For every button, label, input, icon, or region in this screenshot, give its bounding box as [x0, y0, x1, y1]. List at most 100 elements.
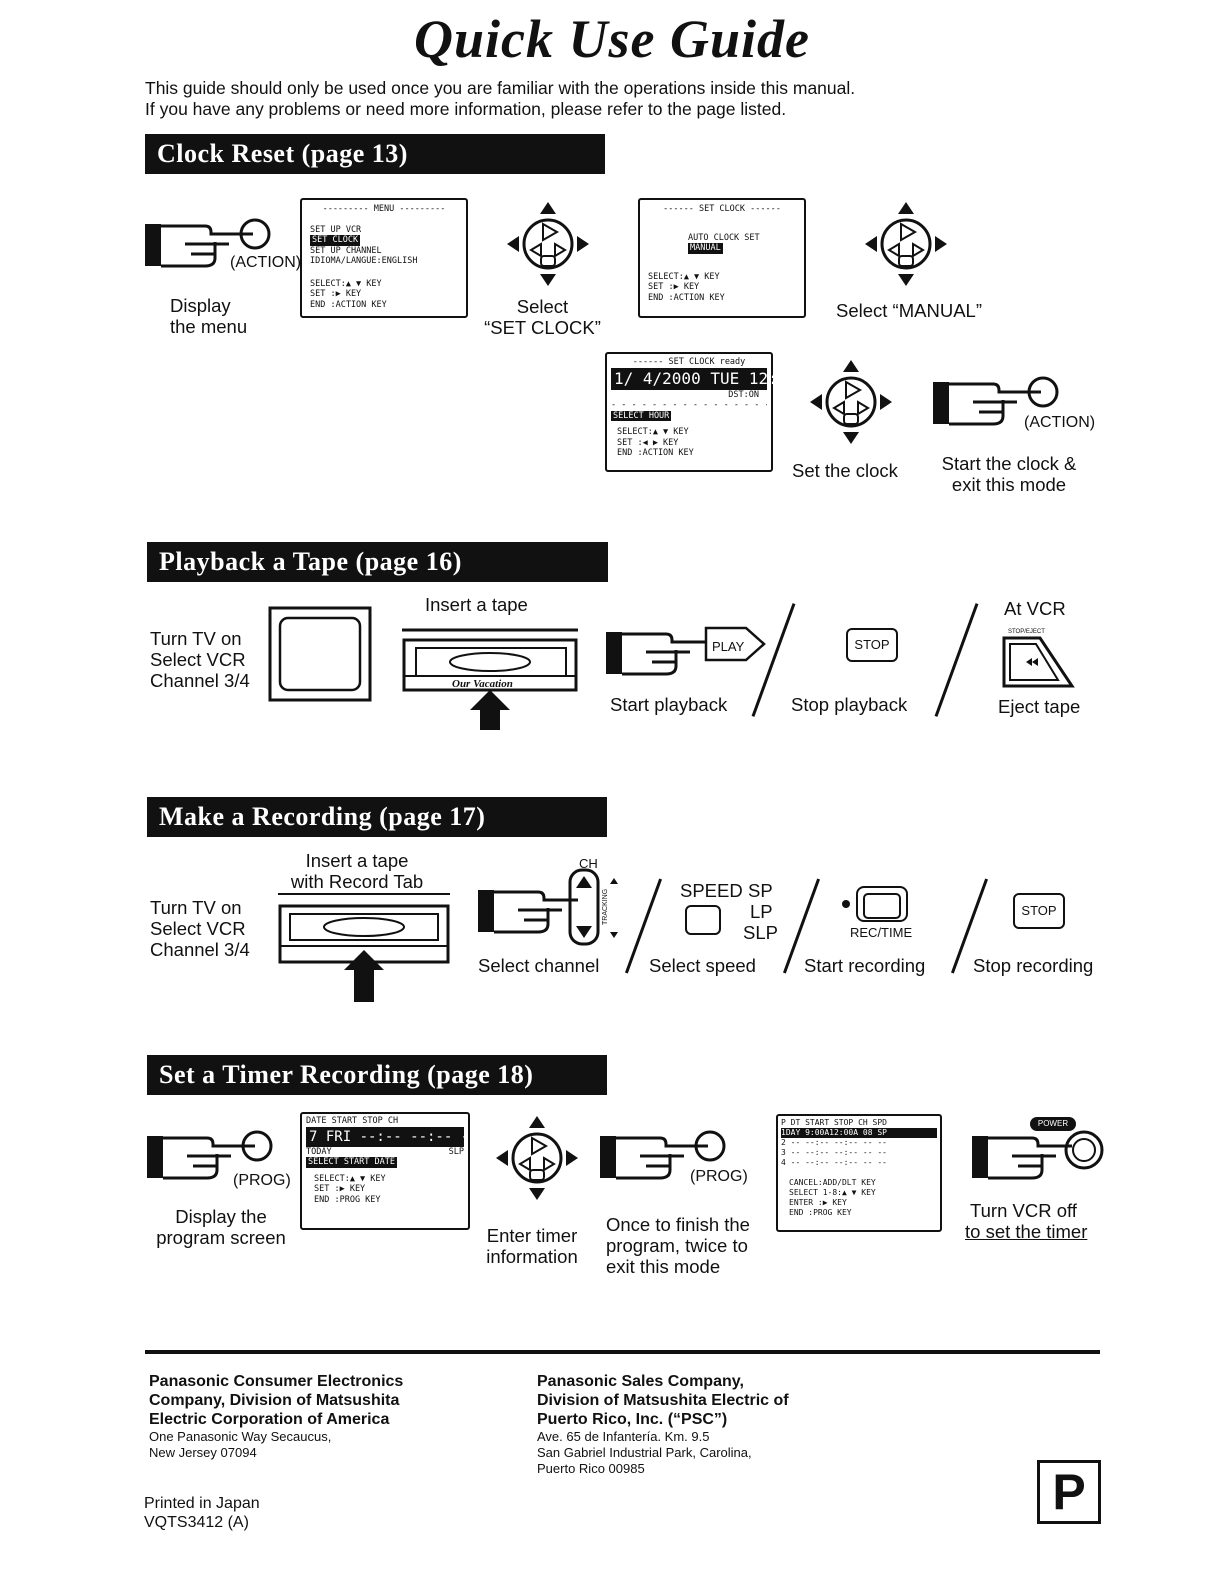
list-row: 4 -- --:-- --:-- -- -- — [781, 1158, 887, 1167]
select-start-date: SELECT START DATE — [306, 1157, 397, 1168]
vcr-tape-icon — [278, 892, 450, 1004]
menu-help: SET :▶ KEY — [310, 289, 362, 299]
step-eject-tape: Eject tape — [998, 696, 1081, 717]
step-finish-program: Once to finish the program, twice to exi… — [606, 1214, 750, 1277]
hand-channel-icon — [478, 868, 628, 948]
caption-line: exit this mode — [606, 1256, 721, 1277]
menu-header: --------- MENU --------- — [322, 204, 446, 214]
prog-label: (PROG) — [233, 1172, 291, 1189]
set-clock-help: SET :▶ KEY — [648, 282, 700, 292]
list-row-selected: 1DAY 9:00A12:00A 08 SP — [781, 1128, 937, 1138]
set-clock-help: END :ACTION KEY — [648, 292, 725, 303]
clock-datetime: 1/ 4/2000 TUE 12:00PM — [611, 367, 816, 390]
set-clock-help: SELECT:▲ ▼ KEY — [648, 271, 720, 282]
section-heading-timer: Set a Timer Recording (page 18) — [147, 1055, 607, 1095]
printed-in: Printed in Japan — [144, 1495, 260, 1512]
menu-screen: --------- MENU --------- SET UP VCR SET … — [300, 198, 468, 318]
stop-button: STOP — [1013, 893, 1065, 929]
caption-line: with Record Tab — [290, 871, 424, 892]
speed-lp: LP — [750, 901, 773, 922]
section-heading-playback: Playback a Tape (page 16) — [147, 542, 608, 582]
document-code: VQTS3412 (A) — [144, 1514, 249, 1531]
caption-line: Insert a tape — [305, 850, 409, 871]
clock-help: END :ACTION KEY — [617, 448, 694, 458]
slp-label: SLP — [448, 1146, 464, 1157]
step-select-channel: Select channel — [478, 955, 600, 976]
program-help: END :PROG KEY — [314, 1194, 381, 1205]
print-info: Printed in Japan VQTS3412 (A) — [144, 1494, 260, 1532]
separator-slash — [934, 603, 979, 717]
dpad-icon — [505, 200, 591, 288]
address-line: San Gabriel Industrial Park, Carolina, — [537, 1445, 752, 1460]
program-header: DATE START STOP CH — [306, 1116, 399, 1126]
hand-press-icon — [933, 370, 1063, 430]
list-header: P DT START STOP CH SPD — [781, 1118, 887, 1127]
step-start-recording: Start recording — [804, 955, 926, 976]
menu-item: SET UP VCR — [310, 224, 362, 235]
auto-clock-item: AUTO CLOCK SET — [688, 232, 760, 243]
caption-line: program screen — [156, 1227, 286, 1248]
address-line: Panasonic Sales Company, — [537, 1373, 744, 1390]
menu-item: SET UP CHANNEL — [310, 245, 382, 256]
list-help: END :PROG KEY — [789, 1208, 852, 1217]
program-screen: DATE START STOP CH 7 FRI --:-- --:-- -- … — [300, 1112, 478, 1230]
step-set-clock: Set the clock — [792, 460, 898, 481]
step-enter-timer: Enter timer information — [470, 1225, 594, 1267]
manual-item-selected: MANUAL — [688, 243, 723, 254]
prog-label: (PROG) — [690, 1168, 748, 1185]
speed-label: SPEED — [680, 880, 743, 901]
insert-tape-record-tab: Insert a tape with Record Tab — [272, 850, 442, 892]
list-help: CANCEL:ADD/DLT KEY — [789, 1178, 876, 1187]
menu-item: IDIOMA/LANGUE:ENGLISH — [310, 256, 418, 266]
page-title: Quick Use Guide — [414, 9, 810, 69]
caption-line: Turn TV on — [150, 897, 242, 918]
caption-line: Select VCR — [150, 918, 246, 939]
p-logo: P — [1037, 1460, 1101, 1524]
step-display-menu: Display the menu — [170, 295, 247, 337]
clock-help: SET :◀ ▶ KEY — [617, 437, 679, 448]
caption-line: Display the — [175, 1206, 267, 1227]
speed-sp: SP — [748, 880, 773, 901]
turn-tv-on-text: Turn TV on Select VCR Channel 3/4 — [150, 897, 250, 960]
caption-line: “SET CLOCK” — [484, 317, 601, 338]
clock-help: SELECT:▲ ▼ KEY — [617, 427, 689, 437]
caption-line: Select VCR — [150, 649, 246, 670]
address-line: One Panasonic Way Secaucus, — [149, 1429, 332, 1444]
clock-setting-screen: ------ SET CLOCK ready 1/ 4/2000 TUE 12:… — [605, 352, 816, 472]
list-help: ENTER :▶ KEY — [789, 1198, 847, 1207]
at-vcr-text: At VCR — [1004, 598, 1066, 619]
hand-press-icon — [145, 212, 275, 272]
set-clock-screen: ------ SET CLOCK ------ AUTO CLOCK SET M… — [638, 198, 806, 318]
step-stop-recording: Stop recording — [973, 955, 1094, 976]
dpad-icon — [494, 1114, 580, 1202]
speed-slp: SLP — [743, 922, 778, 943]
caption-line: Turn VCR off — [970, 1200, 1077, 1221]
menu-help: SELECT:▲ ▼ KEY — [310, 278, 382, 289]
program-help: SELECT:▲ ▼ KEY — [314, 1173, 386, 1184]
program-row: 7 FRI --:-- --:-- -- — [306, 1126, 478, 1147]
step-start-clock: Start the clock & exit this mode — [922, 453, 1096, 495]
caption-line: the menu — [170, 316, 248, 337]
action-label: (ACTION) — [230, 254, 302, 271]
step-select-set-clock: Select “SET CLOCK” — [480, 296, 605, 338]
eject-button-icon — [1000, 634, 1076, 690]
caption-line: information — [486, 1246, 578, 1267]
power-label: POWER — [1030, 1117, 1076, 1131]
record-dot-icon — [842, 900, 850, 908]
address-line: Company, Division of Matsushita — [149, 1392, 400, 1409]
set-clock-header: ------ SET CLOCK ------ — [663, 204, 781, 214]
hand-play-icon — [606, 620, 766, 680]
tape-label: Our Vacation — [452, 678, 513, 690]
rec-button — [856, 886, 908, 922]
hand-press-icon — [147, 1124, 277, 1184]
eject-tiny-label: STOP/EJECT — [1008, 629, 1045, 635]
step-select-speed: Select speed — [649, 955, 756, 976]
footer-address-left: Panasonic Consumer Electronics Company, … — [149, 1372, 403, 1461]
menu-item-selected: SET CLOCK — [310, 235, 361, 246]
tracking-label: TRACKING — [602, 888, 609, 925]
play-button-label: PLAY — [712, 639, 745, 654]
caption-line: Enter timer — [486, 1225, 578, 1246]
step-turn-vcr-off: Turn VCR off to set the timer — [965, 1200, 1087, 1242]
tv-icon — [268, 606, 372, 702]
step-start-playback: Start playback — [610, 694, 728, 715]
